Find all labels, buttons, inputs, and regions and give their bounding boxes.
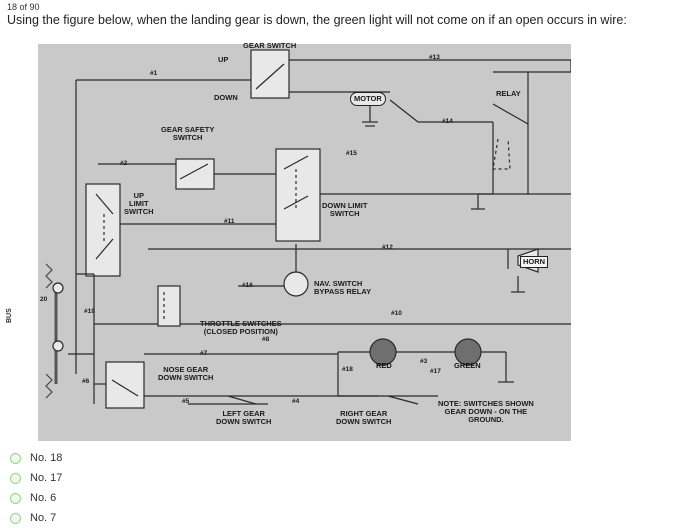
wire-14-label: #14 bbox=[442, 118, 453, 125]
answer-label: No. 18 bbox=[30, 452, 63, 464]
wiring-lines bbox=[45, 49, 571, 409]
horn-label: HORN bbox=[520, 256, 549, 268]
answer-option-2[interactable]: No. 17 bbox=[10, 468, 62, 488]
question-text: Using the figure below, when the landing… bbox=[7, 13, 627, 27]
bus-20-label: 20 bbox=[40, 296, 48, 303]
left-gear-down-switch-label: LEFT GEAR DOWN SWITCH bbox=[216, 409, 272, 426]
wire-3-label: #3 bbox=[420, 358, 428, 365]
nose-gear-down-switch-label: NOSE GEAR DOWN SWITCH bbox=[158, 365, 214, 382]
answer-option-3[interactable]: No. 6 bbox=[10, 488, 62, 508]
wire-6-label: #6 bbox=[82, 378, 90, 385]
wire-5-label: #5 bbox=[182, 398, 190, 405]
down-limit-switch-label: DOWN LIMIT SWITCH bbox=[322, 201, 368, 218]
wire-11-label: #11 bbox=[224, 218, 235, 225]
wire-13-label: #13 bbox=[429, 54, 440, 61]
gear-switch-label: GEAR SWITCH bbox=[243, 41, 297, 50]
answer-option-1[interactable]: No. 18 bbox=[10, 448, 62, 468]
motor-label: MOTOR bbox=[350, 92, 386, 106]
wire-12-label: #12 bbox=[382, 244, 393, 251]
answer-label: No. 7 bbox=[30, 512, 57, 524]
wire-4-label: #4 bbox=[292, 398, 300, 405]
wire-17-label: #17 bbox=[430, 368, 441, 375]
wire-8-label: #8 bbox=[262, 336, 270, 343]
radio-button[interactable] bbox=[10, 452, 21, 464]
wire-18-label: #18 bbox=[342, 366, 353, 373]
answer-label: No. 6 bbox=[30, 492, 57, 504]
wire-19-label: #19 bbox=[84, 308, 95, 315]
gear-safety-switch-label: GEAR SAFETY SWITCH bbox=[161, 125, 215, 142]
up-limit-switch-label: UP LIMIT SWITCH bbox=[124, 191, 154, 216]
wiring-diagram: GEAR SWITCH UP DOWN MOTOR RELAY GEAR SAF… bbox=[38, 41, 571, 441]
wire-16-label: #16 bbox=[242, 282, 253, 289]
nav-bypass-relay-label: NAV. SWITCH BYPASS RELAY bbox=[314, 279, 372, 296]
up-label: UP bbox=[218, 55, 229, 64]
question-counter: 18 of 90 bbox=[7, 2, 40, 12]
radio-button[interactable] bbox=[10, 472, 21, 484]
bus-label: BUS bbox=[6, 308, 13, 323]
green-light-label: GREEN bbox=[454, 361, 481, 370]
radio-button[interactable] bbox=[10, 512, 21, 524]
right-gear-down-switch-label: RIGHT GEAR DOWN SWITCH bbox=[336, 409, 392, 426]
radio-button[interactable] bbox=[10, 492, 21, 504]
relay-label: RELAY bbox=[496, 89, 521, 98]
answer-label: No. 17 bbox=[30, 472, 63, 484]
note-label: NOTE: SWITCHES SHOWN GEAR DOWN - ON THE … bbox=[438, 399, 534, 424]
wire-2-label: #2 bbox=[120, 160, 128, 167]
answer-option-4[interactable]: No. 7 bbox=[10, 508, 62, 528]
down-label: DOWN bbox=[214, 93, 238, 102]
answer-options: No. 18 No. 17 No. 6 No. 7 bbox=[10, 448, 62, 528]
throttle-switches-label: THROTTLE SWITCHES (CLOSED POSITION) bbox=[200, 319, 282, 336]
wire-1-label: #1 bbox=[150, 70, 158, 77]
wire-15-label: #15 bbox=[346, 150, 357, 157]
wire-7-label: #7 bbox=[200, 350, 208, 357]
wire-10-label: #10 bbox=[391, 310, 402, 317]
red-light-label: RED bbox=[376, 361, 392, 370]
